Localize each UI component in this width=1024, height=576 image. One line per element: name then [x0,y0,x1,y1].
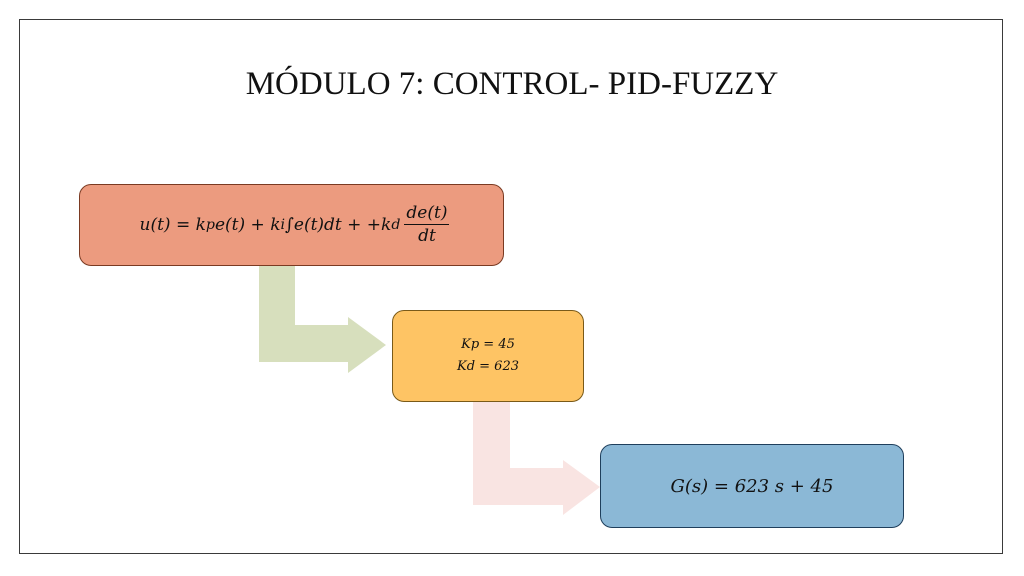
arrow-formula-to-gains [259,266,386,373]
formula-term-integral: ∫e(t)dt + +k [285,215,392,235]
slide-title: MÓDULO 7: CONTROL- PID-FUZZY [245,66,779,102]
gains-box: Kp = 45 Kd = 623 [392,310,584,402]
formula-derivative-fraction: de(t) dt [404,203,450,246]
arrow-gains-to-tf [473,402,600,515]
formula-sub-d: d [391,217,401,233]
formula-term-lhs: u(t) = k [139,215,206,235]
formula-sub-i: i [280,217,286,233]
transfer-function-box: G(s) = 623 s + 45 [600,444,904,528]
kd-value: Kd = 623 [456,359,519,374]
formula-term-proportional: e(t) + k [214,215,281,235]
transfer-function: G(s) = 623 s + 45 [670,475,834,497]
fraction-numerator: de(t) [404,203,450,225]
kp-value: Kp = 45 [461,337,515,352]
formula-sub-p: p [205,217,215,233]
fraction-denominator: dt [418,226,436,246]
